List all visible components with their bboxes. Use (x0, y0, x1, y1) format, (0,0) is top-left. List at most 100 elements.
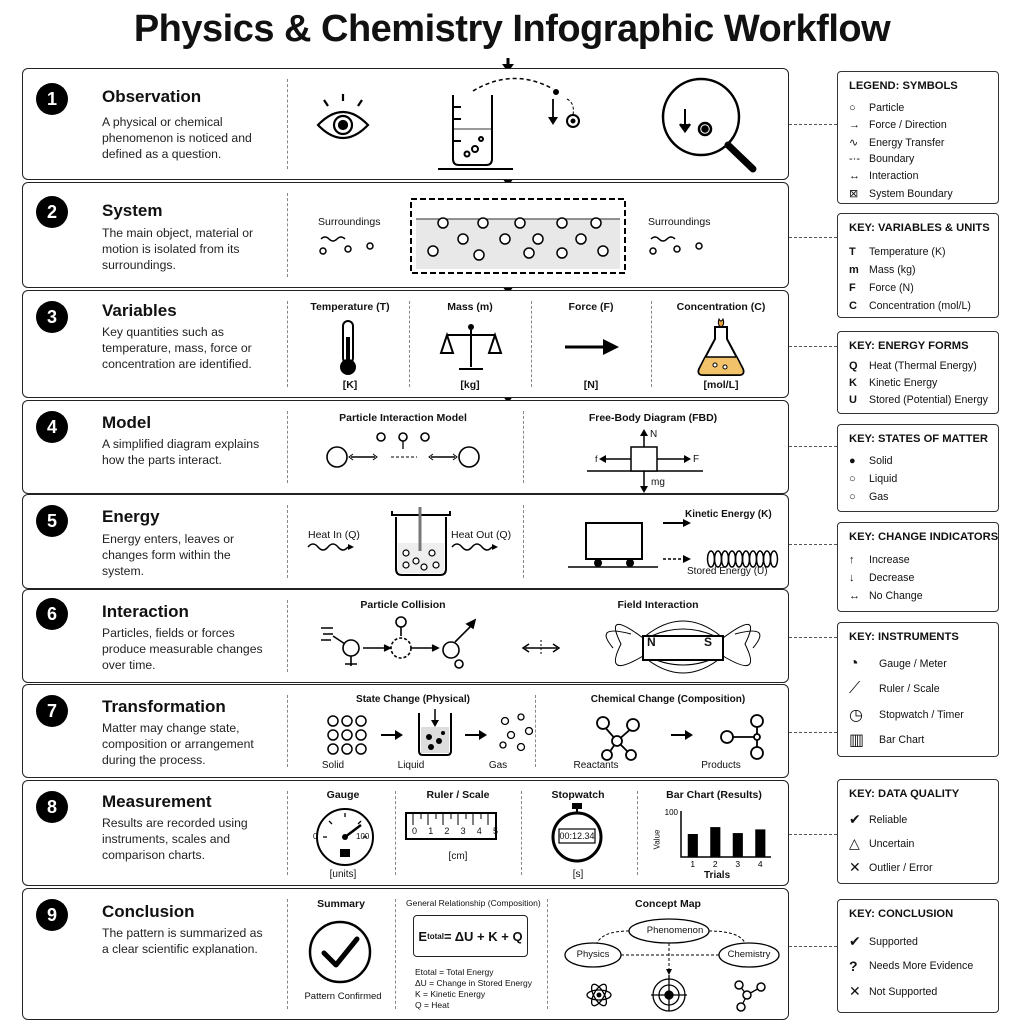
solid-label: Solid (321, 760, 345, 771)
stored-energy-label: Stored Energy (U) (687, 566, 768, 577)
force-arrow-icon: → (849, 119, 860, 131)
legend-row: ○Particle (849, 102, 904, 114)
interaction-label: Field Interaction (617, 599, 699, 611)
legend-text: Uncertain (869, 837, 915, 850)
ruler-icon (405, 812, 497, 840)
legend-text: Interaction (869, 170, 919, 182)
legend-text: Gas (869, 491, 889, 503)
stopwatch-label: Stopwatch (551, 789, 605, 801)
legend-symbols: LEGEND: SYMBOLS ○Particle →Force / Direc… (837, 71, 999, 204)
concept-map-illustration (564, 918, 780, 1012)
solid-dot-icon: ● (849, 455, 856, 467)
chart-bar (710, 827, 721, 857)
legend-text: Gauge / Meter (879, 658, 947, 670)
magnet-south-label: S (704, 635, 713, 649)
transformation-label: State Change (Physical) (356, 694, 470, 705)
legend-text: System Boundary (869, 187, 953, 200)
step-description: The pattern is summarized as a clear sci… (102, 926, 263, 956)
triangle-icon: △ (849, 835, 860, 851)
stopwatch-icon (551, 803, 603, 863)
step-model: 4 Model A simplified diagram explains ho… (22, 400, 789, 494)
variable-name: Concentration (C) (676, 301, 766, 313)
legend-symbol: C (849, 300, 857, 312)
legend-title: KEY: STATES OF MATTER (849, 433, 989, 445)
interaction-label: Particle Collision (360, 599, 446, 611)
variable-unit: [mol/L] (703, 379, 739, 391)
legend-row: ∿ Energy Transfer (849, 136, 945, 150)
legend-instruments: KEY: INSTRUMENTS ◔Gauge / Meter ⟋Ruler /… (837, 622, 999, 757)
legend-text: Liquid (869, 473, 898, 485)
legend-symbol: U (849, 394, 857, 406)
heat-in-label: Heat In (Q) (308, 529, 360, 541)
legend-title: KEY: ENERGY FORMS (849, 340, 969, 352)
force-label-f: F (693, 454, 700, 465)
kinetic-energy-label: Kinetic Energy (K) (685, 509, 772, 520)
legend-text: Stored (Potential) Energy (869, 394, 988, 406)
legend-symbol: K (849, 377, 857, 389)
step-number: 8 (36, 791, 68, 823)
legend-symbol: F (849, 282, 856, 294)
definition-item: K = Kinetic Energy (415, 989, 486, 999)
observation-illustration (316, 77, 757, 173)
legend-text: Mass (kg) (869, 264, 916, 276)
legend-text: Reliable (869, 813, 908, 826)
force-label-n: N (650, 429, 658, 440)
bar-chart-icon: ▥ (849, 732, 865, 749)
legend-title: KEY: CONCLUSION (849, 908, 954, 920)
legend-text: Bar Chart (879, 734, 925, 746)
ruler-label: Ruler / Scale (426, 789, 490, 801)
step-system: 2 System The main object, material or mo… (22, 182, 789, 288)
legend-title: KEY: DATA QUALITY (849, 788, 960, 800)
ruler-tick: 4 (476, 826, 482, 836)
legend-row: ?Needs More Evidence (849, 958, 973, 974)
legend-text: Decrease (869, 572, 915, 584)
energy-wave-icon: ∿ (849, 137, 859, 149)
cross-icon: ✕ (849, 859, 861, 875)
liquid-circle-icon: ○ (849, 473, 856, 485)
legend-row: ○ Liquid (849, 473, 897, 485)
step-title: Energy (102, 507, 160, 526)
concept-map-label: Concept Map (635, 898, 701, 910)
step-conclusion: 9 Conclusion The pattern is summarized a… (22, 888, 789, 1020)
legend-text: Concentration (mol/L) (869, 300, 971, 312)
transformation-label: Chemical Change (Composition) (590, 694, 746, 705)
legend-row: ✔Reliable (849, 811, 907, 828)
legend-row: ●Solid (849, 455, 893, 467)
legend-change: KEY: CHANGE INDICATORS ↑Increase ↓Decrea… (837, 522, 999, 612)
phenomenon-node: Phenomenon (646, 925, 704, 936)
step-title: Variables (102, 301, 177, 320)
legend-text: Temperature (K) (869, 246, 946, 258)
arrow-down-icon: ↓ (849, 572, 855, 584)
particle-icon: ○ (849, 102, 856, 114)
system-illustration (319, 198, 703, 274)
step-number: 1 (36, 83, 68, 115)
legend-title: KEY: VARIABLES & UNITS (849, 222, 990, 234)
step-variables: 3 Variables Key quantities such as tempe… (22, 290, 789, 398)
force-label-mg: mg (651, 477, 665, 488)
y-tick-label: 100 (665, 808, 679, 817)
legend-text: Not Supported (869, 985, 938, 998)
step-title: Observation (102, 87, 202, 106)
legend-row: -·-Boundary (849, 153, 914, 165)
flask-icon (697, 317, 745, 376)
gauge-icon: ◔ (849, 655, 859, 672)
general-relationship-label: General Relationship (Composition) (406, 898, 541, 908)
legend-text: Energy Transfer (869, 136, 945, 149)
summary-label: Summary (317, 898, 365, 910)
x-tick-label: 1 (690, 859, 695, 869)
legend-text: Increase (869, 554, 910, 566)
step-interaction: 6 Interaction Particles, fields or force… (22, 589, 789, 683)
legend-text: Stopwatch / Timer (879, 709, 964, 721)
step-description: Results are recorded using instruments, … (102, 816, 248, 862)
legend-row: ✕Not Supported (849, 983, 937, 1000)
magnet-north-label: N (647, 635, 656, 649)
legend-text: No Change (869, 590, 923, 602)
ruler-tick: 1 (428, 826, 434, 836)
step-description: Key quantities such as temperature, mass… (102, 325, 252, 371)
definition-item: ΔU = Change in Stored Energy (415, 978, 532, 988)
